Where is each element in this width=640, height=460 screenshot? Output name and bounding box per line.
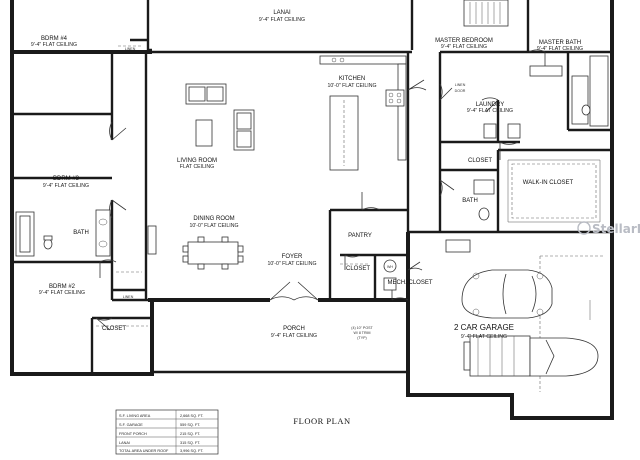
watermark-text: StellarMLS	[592, 222, 640, 236]
area-row-label: FRONT PORCH	[119, 432, 147, 436]
bdrm2-ceiling: 9'-4" FLAT CEILING	[39, 290, 85, 296]
plan-title: FLOOR PLAN	[293, 416, 350, 426]
fixtures	[15, 0, 609, 392]
laundry-ceiling: 9'-4" FLAT CEILING	[467, 108, 513, 114]
garage-ceiling: 9'-4" FLAT CEILING	[461, 334, 507, 340]
linen-master-label: LINEN	[455, 83, 466, 87]
area-row-label: S.F. LIVING AREA	[119, 414, 151, 418]
bath-left-label: BATH	[73, 230, 89, 236]
truck-icon	[463, 335, 599, 377]
porch-note-line3: (TYP)	[357, 336, 366, 340]
bdrm4-ceiling: 9'-4" FLAT CEILING	[31, 42, 77, 48]
foyer-label: FOYER	[282, 254, 303, 260]
linen-master-note: DOOR	[455, 89, 466, 93]
bdrm2-label: BDRM #2	[49, 284, 76, 290]
porch-label: PORCH	[283, 326, 305, 332]
area-row-value: 2,668 SQ. FT.	[180, 414, 203, 418]
closet-bdrm2-label: CLOSET	[102, 326, 126, 332]
bdrm3-label: BDRM #3	[53, 176, 80, 182]
bdrm3-ceiling: 9'-4" FLAT CEILING	[43, 183, 89, 189]
laundry-label: LAUNDRY	[476, 102, 505, 108]
area-row-label: TOTAL AREA UNDER ROOF	[119, 449, 169, 453]
living-room-ceiling: FLAT CEILING	[180, 164, 214, 170]
mech-closet-label: MECH. CLOSET	[387, 280, 432, 286]
dining-room-label: DINING ROOM	[193, 216, 234, 222]
master-bath-ceiling: 9'-4" FLAT CEILING	[537, 46, 583, 52]
area-row-label: LANAI	[119, 441, 130, 445]
walk-in-closet-label: WALK-IN CLOSET	[523, 180, 574, 186]
bath-master-label: BATH	[462, 198, 478, 204]
area-row-label: S.F. GARAGE	[119, 423, 143, 427]
area-row-value: 215 SQ. FT.	[180, 432, 200, 436]
lanai-ceiling: 9'-4" FLAT CEILING	[259, 17, 305, 23]
area-table: S.F. LIVING AREA 2,668 SQ. FT. S.F. GARA…	[115, 409, 219, 455]
doors	[95, 49, 546, 331]
kitchen-ceiling: 10'-0" FLAT CEILING	[327, 83, 376, 89]
watermark-logo: StellarMLS	[577, 221, 640, 236]
master-bath-label: MASTER BATH	[539, 40, 581, 46]
kitchen-label: KITCHEN	[339, 76, 365, 82]
area-row-value: 559 SQ. FT.	[180, 423, 200, 427]
truck-bed-lines	[477, 336, 515, 376]
porch-note-line2: W/ 8 TRIM	[353, 331, 370, 335]
master-bedroom-label: MASTER BEDROOM	[435, 38, 493, 44]
lanai-label: LANAI	[273, 10, 291, 16]
wh-label: WH	[387, 265, 393, 269]
linen-top-label: LINEN	[125, 47, 136, 51]
porch-ceiling: 9'-4" FLAT CEILING	[271, 333, 317, 339]
living-room-label: LIVING ROOM	[177, 158, 217, 164]
area-row-value: 3,996 SQ. FT.	[180, 449, 203, 453]
exterior-walls	[10, 0, 614, 420]
foyer-ceiling: 10'-0" FLAT CEILING	[267, 261, 316, 267]
closet-master-label: CLOSET	[468, 158, 492, 164]
pantry-label: PANTRY	[348, 233, 372, 239]
garage-label: 2 CAR GARAGE	[454, 323, 514, 332]
master-bedroom-ceiling: 9'-4" FLAT CEILING	[441, 44, 487, 50]
linen-bottom-label: LINEN	[123, 295, 134, 299]
bed-slats	[469, 2, 501, 24]
dining-room-ceiling: 10'-0" FLAT CEILING	[189, 223, 238, 229]
area-row-value: 315 SQ. FT.	[180, 441, 200, 445]
car-icon	[461, 269, 553, 319]
room-labels: BDRM #4 9'-4" FLAT CEILING LINEN LANAI 9…	[31, 10, 583, 340]
porch-note-line1: (4) 10" POST	[351, 326, 373, 330]
interior-walls	[12, 0, 612, 374]
bdrm4-label: BDRM #4	[41, 36, 68, 42]
closet-foyer-label: CLOSET	[346, 266, 370, 272]
